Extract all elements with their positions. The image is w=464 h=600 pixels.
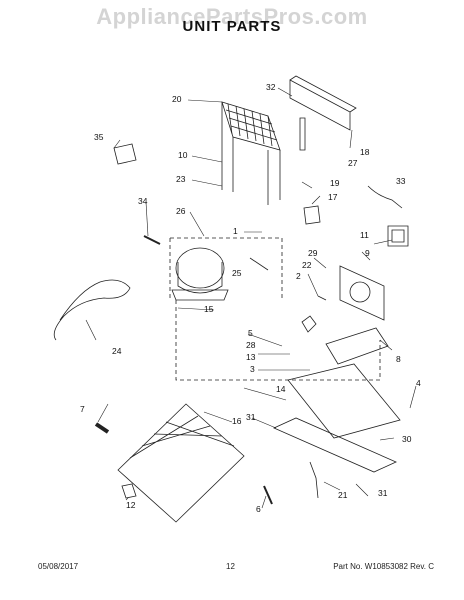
condenser-bracket-part bbox=[289, 75, 357, 151]
callout-label: 35 bbox=[94, 132, 104, 142]
callout-label: 14 bbox=[276, 384, 286, 394]
callout-label: 26 bbox=[176, 206, 186, 216]
compressor-part bbox=[171, 247, 269, 301]
callout-label: 29 bbox=[308, 248, 318, 258]
wire-harness-part bbox=[53, 279, 131, 341]
part-21 bbox=[309, 461, 319, 499]
evaporator-coil-part bbox=[117, 403, 245, 523]
part-12 bbox=[121, 483, 137, 499]
drain-pan-part bbox=[325, 327, 389, 365]
part-35 bbox=[113, 143, 137, 165]
callout-label: 8 bbox=[396, 354, 401, 364]
callout-label: 2 bbox=[296, 271, 301, 281]
callout-label: 34 bbox=[138, 196, 148, 206]
base-plate-part bbox=[287, 363, 401, 439]
callout-label: 31 bbox=[246, 412, 256, 422]
compressor-outline bbox=[169, 237, 283, 300]
grille-part bbox=[273, 417, 397, 473]
callout-label: 11 bbox=[360, 230, 369, 240]
callout-label: 15 bbox=[204, 304, 214, 314]
callout-label: 1 bbox=[233, 226, 238, 236]
fan-shroud-part bbox=[317, 265, 385, 321]
callout-label: 23 bbox=[176, 174, 186, 184]
callout-label: 5 bbox=[248, 328, 253, 338]
footer-date: 05/08/2017 bbox=[38, 562, 79, 571]
callout-label: 6 bbox=[256, 504, 261, 514]
callout-label: 21 bbox=[338, 490, 348, 500]
footer-part-number: Part No. W10853082 Rev. C bbox=[333, 562, 434, 571]
callout-label: 10 bbox=[178, 150, 188, 160]
callout-label: 28 bbox=[246, 340, 256, 350]
callout-label: 30 bbox=[402, 434, 412, 444]
relay-part bbox=[387, 225, 409, 247]
callout-label: 17 bbox=[328, 192, 338, 202]
part-34 bbox=[143, 235, 161, 245]
fan-blade-part bbox=[301, 315, 317, 333]
leader-lines bbox=[85, 87, 417, 509]
callout-labels: 1 2 3 4 5 6 7 8 9 10 11 12 13 14 15 16 1… bbox=[80, 82, 421, 514]
callout-label: 18 bbox=[360, 147, 370, 157]
site-watermark: AppliancePartsPros.com bbox=[96, 4, 368, 29]
callout-label: 27 bbox=[348, 158, 358, 168]
callout-label: 19 bbox=[330, 178, 340, 188]
part-17 bbox=[303, 205, 321, 225]
callout-label: 7 bbox=[80, 404, 85, 414]
callout-label: 3 bbox=[250, 364, 255, 374]
callout-label: 20 bbox=[172, 94, 182, 104]
callout-label: 13 bbox=[246, 352, 256, 362]
callout-label: 16 bbox=[232, 416, 242, 426]
callout-label: 22 bbox=[302, 260, 312, 270]
callout-label: 4 bbox=[416, 378, 421, 388]
part-6 bbox=[263, 485, 273, 505]
callout-label: 32 bbox=[266, 82, 276, 92]
callout-label: 25 bbox=[232, 268, 242, 278]
callout-label: 9 bbox=[365, 248, 370, 258]
condenser-part bbox=[221, 101, 281, 205]
callout-label: 33 bbox=[396, 176, 406, 186]
part-7 bbox=[94, 422, 110, 434]
base-outline bbox=[175, 300, 381, 381]
footer-page-number: 12 bbox=[226, 562, 235, 571]
callout-label: 12 bbox=[126, 500, 136, 510]
callout-label: 31 bbox=[378, 488, 388, 498]
page-title: UNIT PARTS bbox=[182, 18, 282, 35]
part-33 bbox=[367, 185, 403, 209]
callout-label: 24 bbox=[112, 346, 122, 356]
